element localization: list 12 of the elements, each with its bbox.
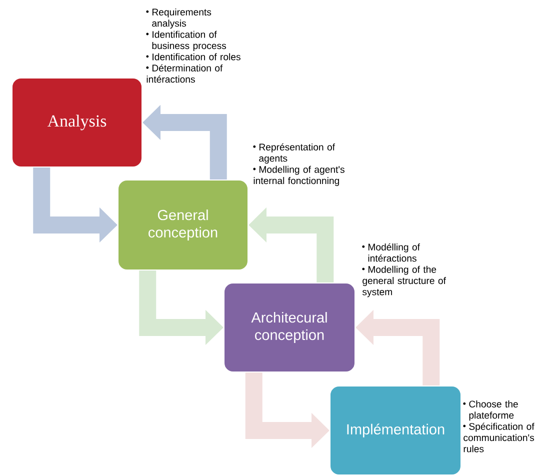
- process-box: Implémentation: [330, 385, 462, 476]
- bullet-list: Modélling of intéractions Modelling of the general structure of system: [362, 243, 446, 298]
- process-box: Architecural conception: [224, 282, 356, 372]
- bullet-list: Représentation of agents Modelling of agent's internal fonctionning: [253, 143, 344, 186]
- node-label: Identification of business process: [152, 30, 226, 51]
- node-label: Requirements analysis: [152, 8, 212, 29]
- process-box: General conception: [118, 179, 248, 270]
- bullet-list: Requirements analysis Identification of business process Identification of roles Détermination of intéractions: [146, 8, 240, 83]
- bullet-list: Choose the plateforme Spécification of communication's rules: [463, 400, 534, 452]
- node-label: Détermination of intéractions: [146, 64, 223, 83]
- node-label: Identification of roles: [152, 53, 240, 60]
- process-box: Analysis: [12, 78, 142, 168]
